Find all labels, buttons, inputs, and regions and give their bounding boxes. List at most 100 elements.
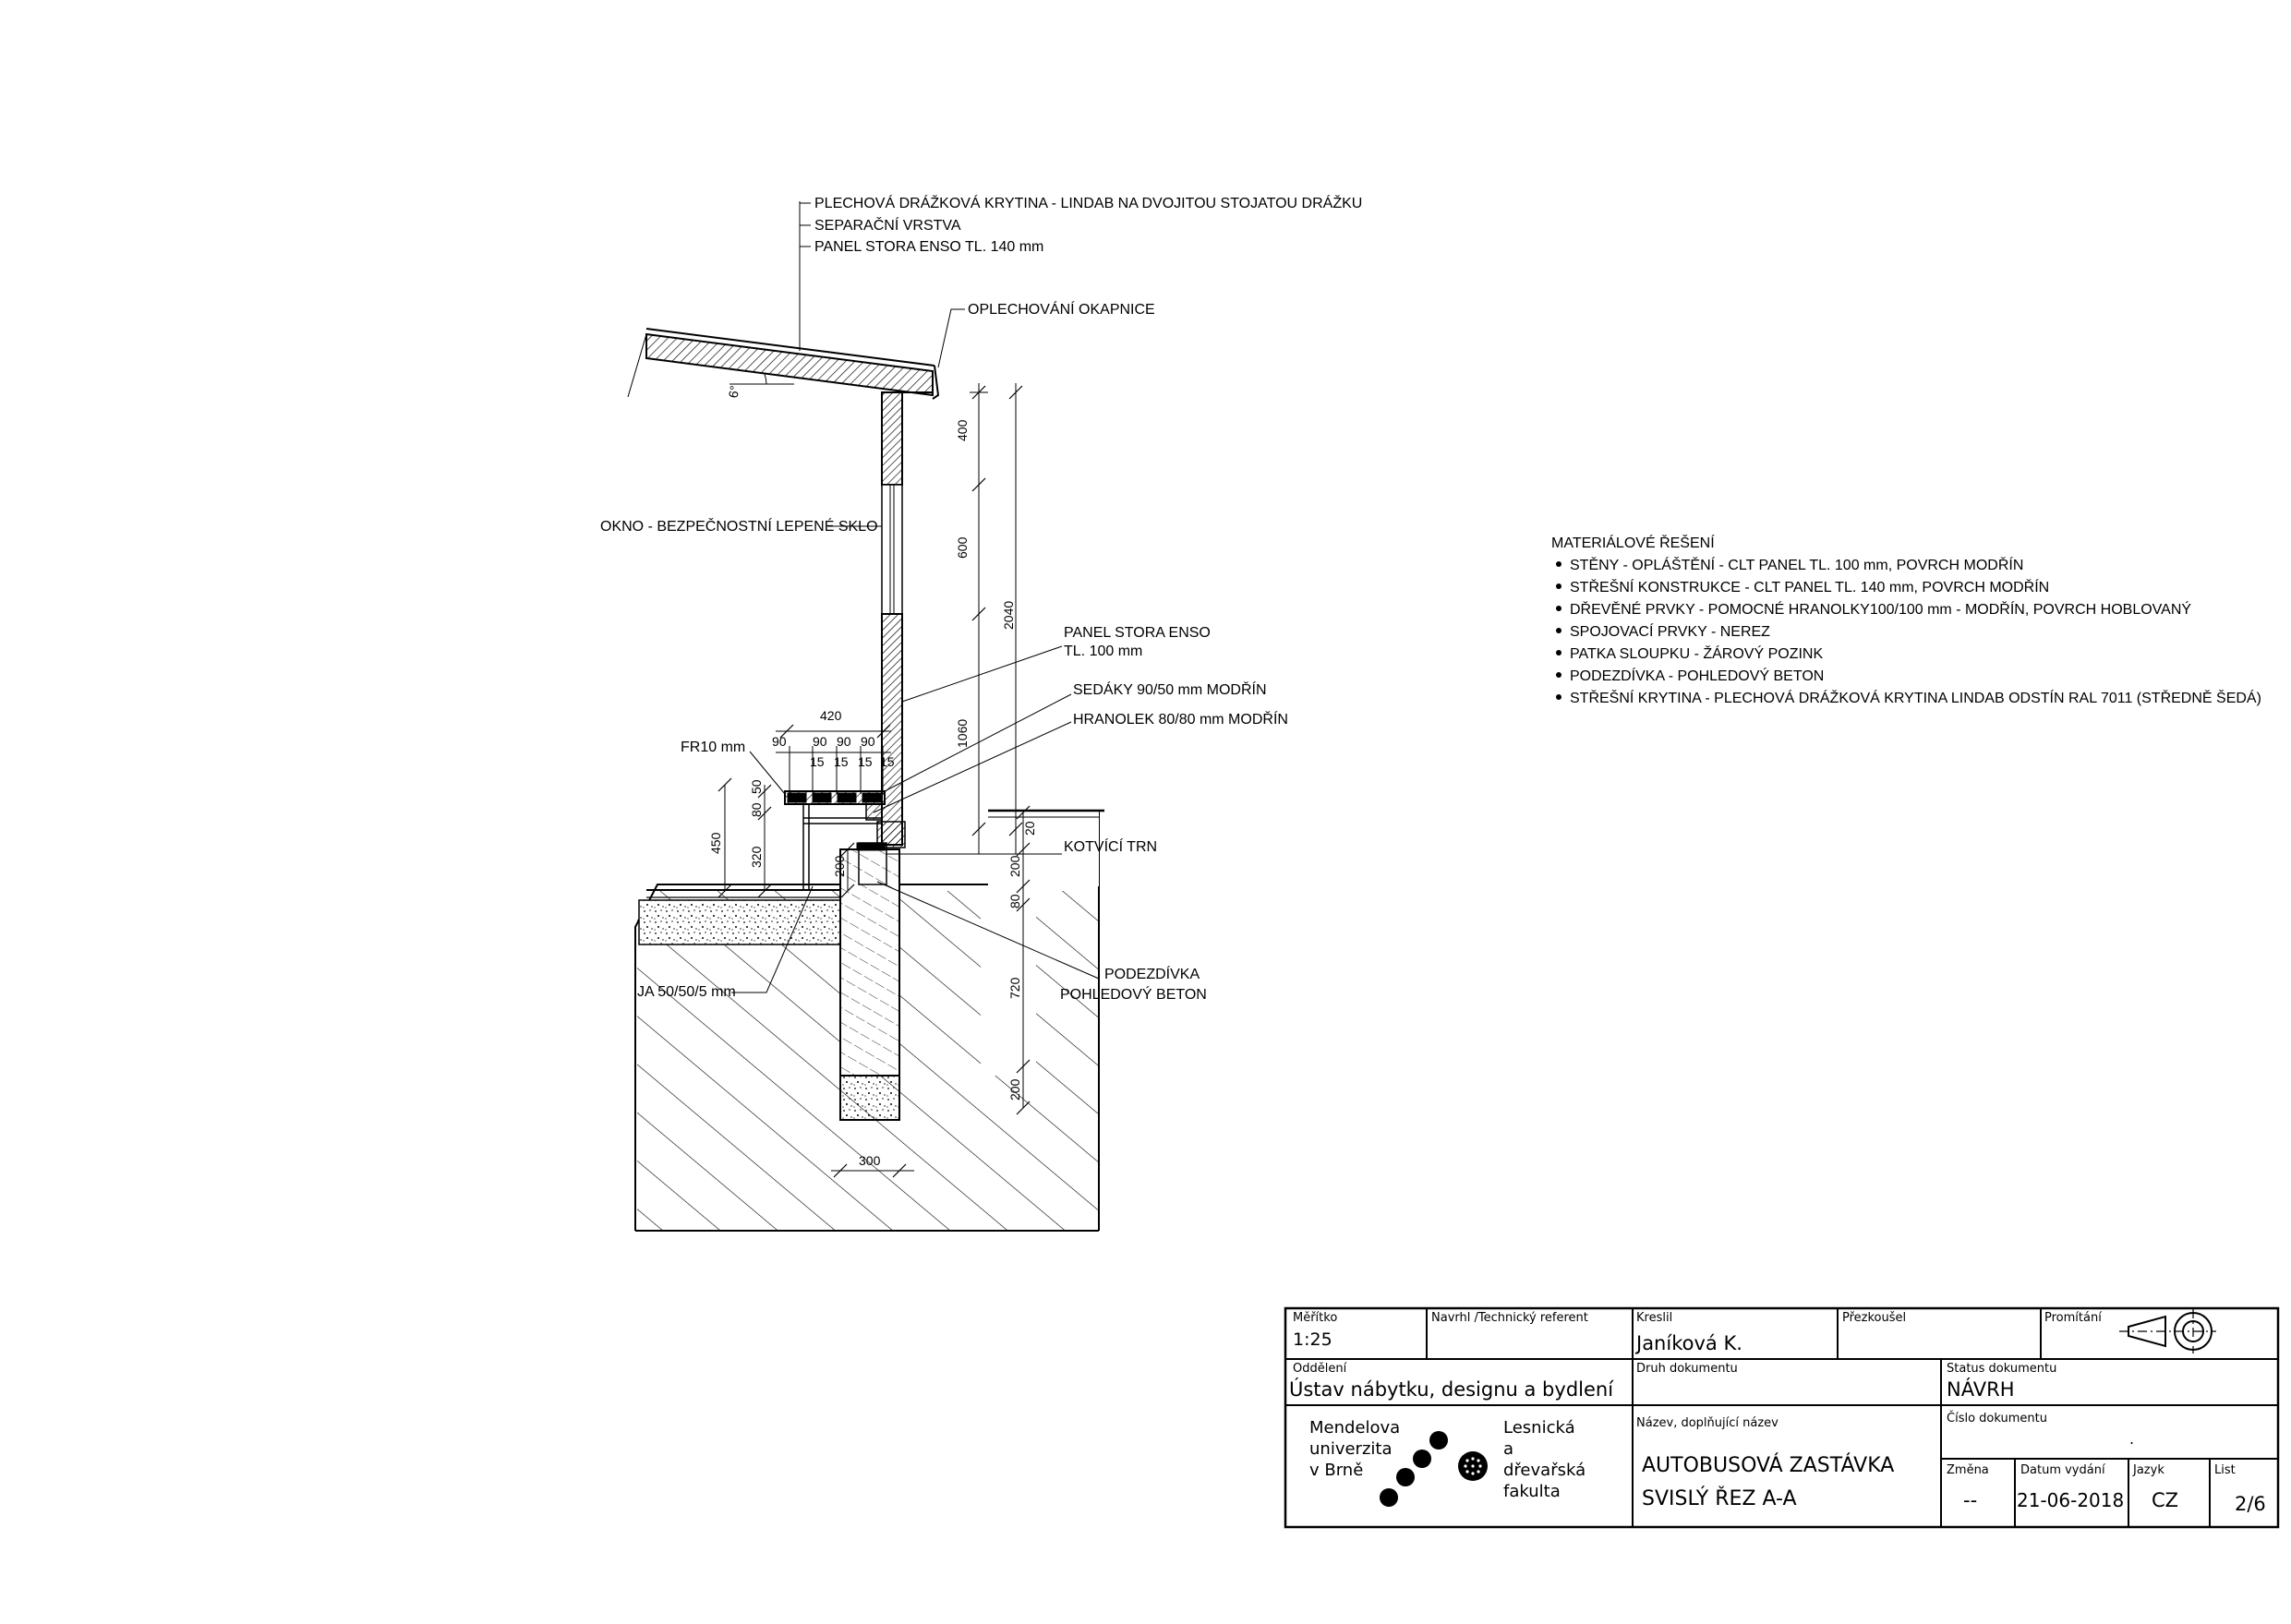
dim-200-b: 200 [1007,855,1022,877]
projection-symbol-icon [2119,1309,2216,1353]
dim-450: 450 [708,832,723,854]
nazev-label: Název, doplňující název [1636,1416,1779,1430]
meritko-label: Měřítko [1293,1311,1337,1325]
title-block [1284,1306,2280,1529]
svg-text:DŘEVĚNÉ PRVKY - POMOCNÉ HRANOL: DŘEVĚNÉ PRVKY - POMOCNÉ HRANOLKY100/100 … [1570,600,2191,618]
roof-layer-1: PLECHOVÁ DRÁŽKOVÁ KRYTINA - LINDAB NA DV… [814,194,1362,211]
materials-item: PATKA SLOUPKU - ŽÁROVÝ POZINK [1556,644,1823,662]
dim-300: 300 [859,1153,881,1168]
section-drawing [627,201,1104,1232]
label-podezdivka-1: PODEZDÍVKA [1104,965,1200,982]
dim-20: 20 [1022,821,1037,836]
window-glass [881,484,903,615]
list-value: 2/6 [2235,1493,2266,1515]
drip-flashing [932,365,940,400]
logo-text-right-3: dřevařská [1503,1461,1586,1480]
dim-90-c: 90 [837,734,851,749]
oddeleni-value: Ústav nábytku, designu a bydlení [1289,1377,1614,1401]
logo-text-left-1: Mendelova [1309,1418,1400,1438]
druh-label: Druh dokumentu [1636,1362,1738,1376]
bullet-icon [1556,606,1561,611]
label-panel-1: PANEL STORA ENSO [1064,625,1211,641]
label-kotvici-trn: KOTVÍCÍ TRN [1064,837,1157,855]
materials-item: STŘEŠNÍ KONSTRUKCE - CLT PANEL TL. 140 m… [1556,578,2049,595]
university-logo-icon [1380,1431,1488,1507]
logo-text-right-2: a [1503,1439,1513,1459]
zmena-label: Změna [1947,1463,1989,1477]
dim-15-d: 15 [880,754,895,769]
dim-90-a: 90 [772,734,787,749]
promitani-label: Promítání [2044,1311,2102,1325]
dim-200-c: 200 [1007,1078,1022,1101]
label-okapnice: OPLECHOVÁNÍ OKAPNICE [968,300,1155,318]
datum-value: 21-06-2018 [2017,1489,2124,1511]
materials-item: DŘEVĚNÉ PRVKY - POMOCNÉ HRANOLKY100/100 … [1556,600,2191,618]
dim-80-a: 80 [749,802,764,817]
zmena-value: -- [1963,1489,1977,1511]
svg-text:PODEZDÍVKA - POHLEDOVÝ BETON: PODEZDÍVKA - POHLEDOVÝ BETON [1570,667,1824,684]
svg-text:PATKA SLOUPKU - ŽÁROVÝ POZINK: PATKA SLOUPKU - ŽÁROVÝ POZINK [1570,644,1823,662]
logo-text-right-1: Lesnická [1503,1418,1575,1438]
dim-600: 600 [955,536,970,559]
bullet-icon [1556,650,1561,656]
bullet-icon [1556,694,1561,700]
logo-text-left-2: univerzita [1309,1439,1392,1459]
bullet-icon [1556,583,1561,589]
roof-layer-3: PANEL STORA ENSO TL. 140 mm [814,239,1043,255]
roof-cladding [645,328,935,367]
title-block-text: Měřítko 1:25 Navrhl /Technický referent … [1289,1311,2266,1515]
label-sedaky: SEDÁKY 90/50 mm MODŘÍN [1073,680,1267,698]
logo-text-right-4: fakulta [1503,1482,1561,1501]
dim-80-b: 80 [1007,894,1022,908]
dim-400: 400 [955,419,970,441]
svg-text:SPOJOVACÍ PRVKY - NEREZ: SPOJOVACÍ PRVKY - NEREZ [1570,622,1770,640]
label-fr: FR10 mm [681,740,745,755]
svg-text:STĚNY - OPLÁŠTĚNÍ - CLT PANEL: STĚNY - OPLÁŠTĚNÍ - CLT PANEL TL. 100 mm… [1570,556,2023,573]
roof-layer-2: SEPARAČNÍ VRSTVA [814,216,961,234]
pavement-right [988,811,1099,886]
status-value: NÁVRH [1947,1377,2014,1401]
dim-2040: 2040 [1001,601,1016,630]
roof-slab [645,332,934,397]
dim-15-c: 15 [858,754,873,769]
datum-label: Datum vydání [2020,1463,2105,1477]
dim-90-d: 90 [861,734,875,749]
dim-50: 50 [749,779,764,794]
jazyk-label: Jazyk [2132,1463,2164,1477]
label-panel-2: TL. 100 mm [1064,644,1142,659]
foundation-base [839,1075,900,1121]
logo-text-left-3: v Brně [1309,1461,1363,1480]
dim-15-b: 15 [834,754,849,769]
bullet-icon [1556,628,1561,633]
svg-text:STŘEŠNÍ KRYTINA - PLECHOVÁ DRÁ: STŘEŠNÍ KRYTINA - PLECHOVÁ DRÁŽKOVÁ KRYT… [1570,689,2261,706]
dim-90-b: 90 [813,734,827,749]
materials-item: STŘEŠNÍ KRYTINA - PLECHOVÁ DRÁŽKOVÁ KRYT… [1556,689,2261,706]
materials-item: SPOJOVACÍ PRVKY - NEREZ [1556,622,1770,640]
dim-420: 420 [820,708,842,723]
list-label: List [2214,1463,2236,1477]
dim-200-a: 200 [832,855,847,877]
label-angle: 6° [726,384,742,399]
status-label: Status dokumentu [1947,1362,2056,1376]
dim-320: 320 [749,846,764,868]
prezkousel-label: Přezkoušel [1842,1311,1906,1325]
bench-seat [784,790,886,805]
kreslil-value: Janíková K. [1634,1332,1742,1354]
nazev-line1: AUTOBUSOVÁ ZASTÁVKA [1642,1453,1894,1477]
label-podezdivka-2: POHLEDOVÝ BETON [1060,985,1207,1003]
dim-1060: 1060 [955,719,970,748]
dim-15-a: 15 [810,754,825,769]
meritko-value: 1:25 [1293,1329,1332,1350]
materials-item: STĚNY - OPLÁŠTĚNÍ - CLT PANEL TL. 100 mm… [1556,556,2023,573]
label-ja: JA 50/50/5 mm [637,984,736,1000]
label-okno: OKNO - BEZPEČNOSTNÍ LEPENÉ SKLO [600,517,878,535]
bullet-icon [1556,672,1561,678]
kreslil-label: Kreslil [1636,1311,1672,1325]
svg-text:STŘEŠNÍ KONSTRUKCE - CLT PANEL: STŘEŠNÍ KONSTRUKCE - CLT PANEL TL. 140 m… [1570,578,2049,595]
oddeleni-label: Oddělení [1293,1362,1347,1376]
drawing-labels: PLECHOVÁ DRÁŽKOVÁ KRYTINA - LINDAB NA DV… [600,194,1362,1168]
wall-panel-top [881,391,903,486]
dim-720: 720 [1007,977,1022,999]
navrhl-label: Navrhl /Technický referent [1431,1311,1588,1325]
